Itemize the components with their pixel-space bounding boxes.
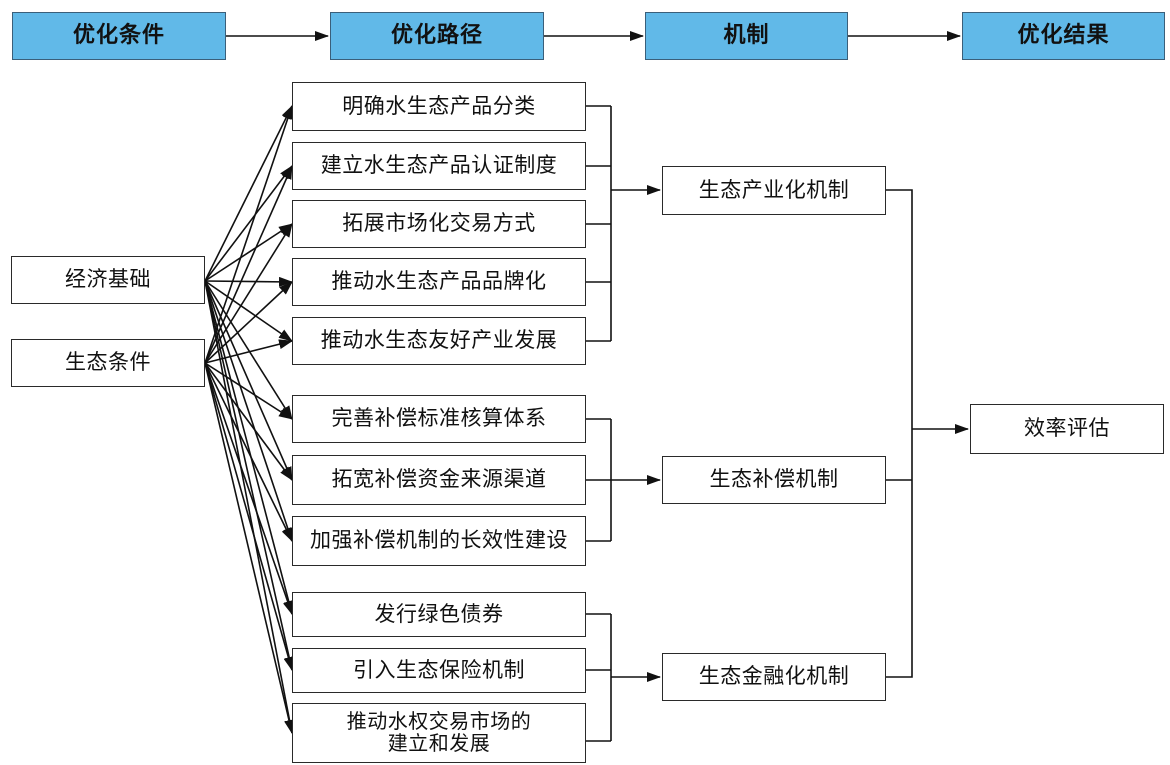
path-label: 推动水生态友好产业发展	[320, 328, 558, 353]
mechanism-node-ecological-financialization: 生态金融化机制	[662, 653, 886, 701]
condition-to-path-arrow	[204, 362, 293, 420]
condition-to-path-arrow	[204, 280, 295, 734]
condition-to-path-arrow	[204, 276, 293, 287]
condition-to-path-arrow	[204, 165, 293, 282]
condition-to-path-arrow	[204, 362, 293, 615]
path-node-3: 拓展市场化交易方式	[292, 200, 586, 248]
path-label-line-1: 推动水权交易市场的	[346, 709, 532, 734]
path-node-2: 建立水生态产品认证制度	[292, 142, 586, 190]
result-label: 效率评估	[1024, 416, 1110, 441]
path-node-10: 引入生态保险机制	[292, 648, 586, 693]
stage-header-label: 机制	[723, 22, 770, 48]
path-node-4: 推动水生态产品品牌化	[292, 258, 586, 306]
mechanism-label: 生态产业化机制	[698, 177, 850, 202]
condition-to-path-arrow	[204, 280, 293, 342]
condition-to-path-arrow	[204, 362, 294, 734]
mechanism-node-ecological-compensation: 生态补偿机制	[662, 456, 886, 504]
path-node-5: 推动水生态友好产业发展	[292, 317, 586, 365]
condition-label: 生态条件	[65, 350, 151, 375]
stage-header-label: 优化结果	[1017, 22, 1110, 48]
path-node-11: 推动水权交易市场的 建立和发展	[292, 703, 586, 763]
path-node-7: 拓宽补偿资金来源渠道	[292, 455, 586, 505]
path-label-line-2: 建立和发展	[387, 731, 491, 755]
stage-header-mechanism: 机制	[645, 12, 848, 60]
path-node-6: 完善补偿标准核算体系	[292, 395, 586, 443]
path-label: 拓宽补偿资金来源渠道	[331, 467, 547, 492]
path-label: 推动水生态产品品牌化	[331, 269, 547, 294]
condition-to-path-arrow	[204, 281, 293, 364]
path-node-8: 加强补偿机制的长效性建设	[292, 516, 586, 566]
result-node-efficiency-evaluation: 效率评估	[970, 404, 1164, 454]
stage-header-optimization-conditions: 优化条件	[12, 12, 226, 60]
condition-node-ecological-condition: 生态条件	[11, 339, 205, 387]
mechanism-node-ecological-industrialization: 生态产业化机制	[662, 166, 886, 215]
condition-to-path-arrow	[204, 105, 293, 364]
stage-header-label: 优化条件	[72, 22, 165, 48]
path-node-1: 明确水生态产品分类	[292, 82, 586, 131]
mechanism-to-result-bus	[886, 189, 913, 678]
condition-to-path-arrow	[204, 223, 293, 282]
condition-to-path-arrow	[204, 362, 293, 542]
condition-label: 经济基础	[65, 267, 151, 292]
condition-to-path-arrow	[204, 280, 293, 481]
condition-to-path-arrow	[204, 362, 294, 671]
stage-header-optimization-path: 优化路径	[330, 12, 544, 60]
path-label: 加强补偿机制的长效性建设	[310, 528, 568, 553]
stage-header-label: 优化路径	[390, 22, 483, 48]
condition-to-path-arrow	[204, 280, 293, 542]
stage-header-optimization-result: 优化结果	[962, 12, 1165, 60]
condition-node-economic-foundation: 经济基础	[11, 256, 205, 304]
path-label: 发行绿色债券	[374, 601, 504, 626]
condition-to-path-arrow	[204, 280, 293, 420]
condition-to-path-arrow	[204, 105, 293, 282]
condition-to-path-arrow	[204, 280, 294, 615]
path-label: 拓展市场化交易方式	[342, 211, 536, 236]
condition-to-path-arrow	[204, 165, 293, 364]
path-label: 建立水生态产品认证制度	[320, 153, 558, 178]
condition-to-path-arrow	[204, 362, 293, 481]
path-label: 明确水生态产品分类	[342, 93, 536, 118]
path-label: 完善补偿标准核算体系	[331, 406, 547, 431]
condition-to-path-arrow	[204, 280, 295, 671]
path-node-9: 发行绿色债券	[292, 592, 586, 637]
condition-to-path-arrow	[204, 223, 293, 364]
path-label: 引入生态保险机制	[353, 657, 525, 682]
condition-to-path-arrow	[204, 339, 293, 364]
mechanism-label: 生态补偿机制	[709, 467, 839, 492]
mechanism-label: 生态金融化机制	[698, 664, 850, 689]
